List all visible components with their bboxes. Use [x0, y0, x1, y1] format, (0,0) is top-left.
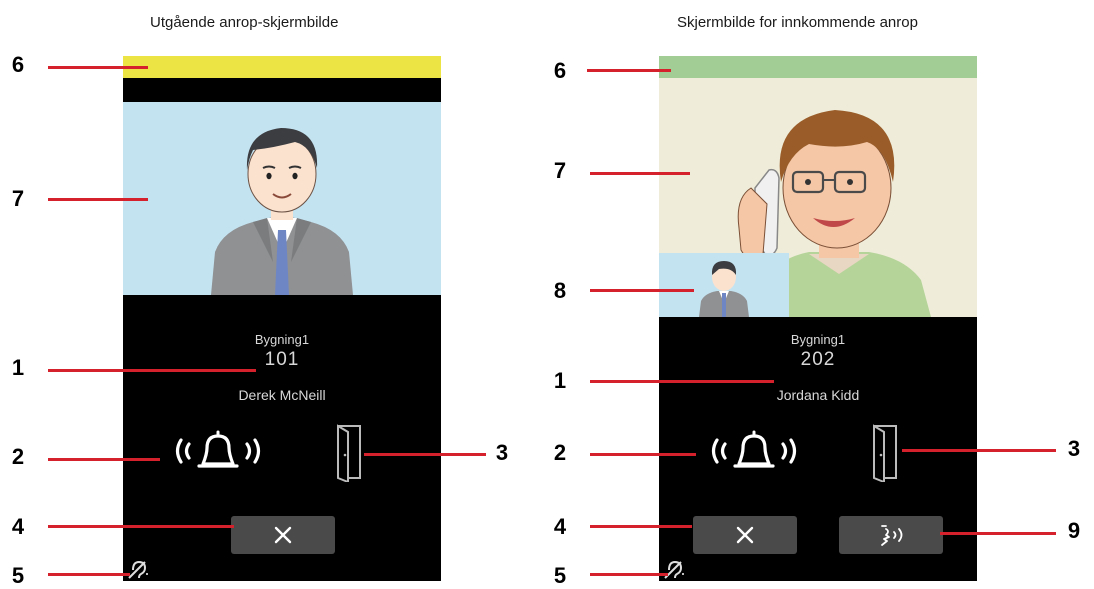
callout-line	[940, 532, 1056, 535]
callout-number-6: 6	[553, 58, 567, 83]
callout-number-2: 2	[11, 444, 25, 469]
callout-line	[48, 369, 256, 372]
callout-line	[48, 525, 234, 528]
caller-video-image	[737, 110, 931, 317]
callout-number-2: 2	[553, 440, 567, 465]
status-bar	[123, 56, 441, 78]
incoming-call-screen: Bygning1 202 Jordana Kidd	[659, 56, 977, 581]
callout-number-6: 6	[11, 52, 25, 77]
building-label: Bygning1	[254, 332, 310, 347]
callout-line	[587, 69, 671, 72]
contact-name: Derek McNeill	[238, 387, 326, 403]
door-icon[interactable]	[334, 422, 364, 482]
incoming-caption: Skjermbilde for innkommende anrop	[677, 14, 918, 31]
callout-line	[590, 525, 692, 528]
callout-number-5: 5	[11, 563, 25, 588]
callout-line	[48, 458, 160, 461]
room-number: 101	[264, 349, 300, 370]
callout-line	[902, 449, 1056, 452]
callout-line	[48, 198, 148, 201]
self-view-pip	[659, 253, 789, 317]
close-button[interactable]	[693, 516, 797, 554]
callout-line	[590, 573, 668, 576]
speaker-voice-icon	[881, 525, 903, 546]
outgoing-call-screen: Bygning1 101 Derek McNeill	[123, 56, 441, 581]
callout-number-7: 7	[11, 186, 25, 211]
callout-number-4: 4	[11, 514, 25, 539]
room-number: 202	[800, 349, 836, 370]
callout-number-8: 8	[553, 278, 567, 303]
bell-ringing-icon[interactable]	[163, 426, 273, 476]
callout-line	[590, 289, 694, 292]
callout-number-7: 7	[553, 158, 567, 183]
building-label: Bygning1	[790, 332, 846, 347]
status-bar	[659, 56, 977, 78]
hearing-loop-icon[interactable]	[663, 558, 685, 580]
bell-ringing-icon[interactable]	[699, 426, 809, 476]
callout-line	[590, 453, 696, 456]
callout-line	[48, 66, 148, 69]
callout-line	[364, 453, 486, 456]
callout-line	[590, 380, 774, 383]
callout-number-1: 1	[11, 355, 25, 380]
contact-info: Bygning1 202 Jordana Kidd	[659, 332, 977, 403]
callout-number-1: 1	[553, 368, 567, 393]
callout-line	[590, 172, 690, 175]
close-icon	[736, 526, 754, 544]
self-view-image	[699, 261, 749, 317]
callout-number-3: 3	[1067, 436, 1081, 461]
camera-view	[123, 102, 441, 295]
callout-number-5: 5	[553, 563, 567, 588]
contact-name: Jordana Kidd	[776, 387, 860, 403]
outgoing-caption: Utgående anrop-skjermbilde	[150, 14, 339, 31]
door-icon[interactable]	[870, 422, 900, 482]
close-button[interactable]	[231, 516, 335, 554]
contact-info: Bygning1 101 Derek McNeill	[123, 332, 441, 403]
answer-talk-button[interactable]	[839, 516, 943, 554]
callout-number-9: 9	[1067, 518, 1081, 543]
close-icon	[274, 526, 292, 544]
callout-line	[48, 573, 130, 576]
callout-number-4: 4	[553, 514, 567, 539]
callout-number-3: 3	[495, 440, 509, 465]
caller-video-image	[211, 128, 353, 295]
hearing-loop-icon[interactable]	[127, 558, 149, 580]
